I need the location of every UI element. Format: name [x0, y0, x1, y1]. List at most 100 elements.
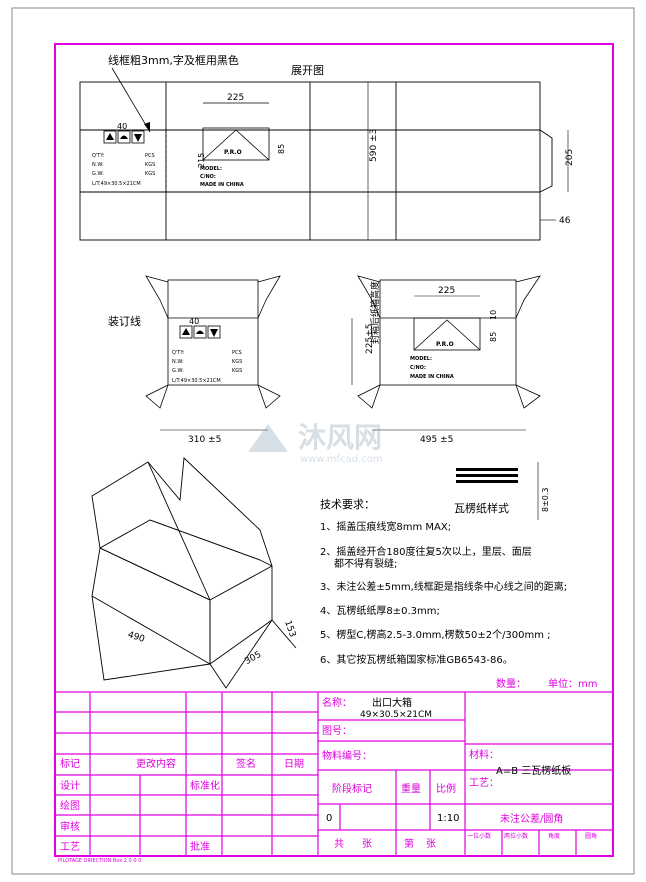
material-no: 物料编号：: [322, 749, 372, 762]
flute-thickness: 8±0.3: [541, 487, 550, 512]
tol-col-4: 圆角: [585, 832, 597, 840]
corrugated-sample: 8±0.3: [456, 462, 550, 520]
tolerance-label: 未注公差/圆角: [500, 812, 563, 825]
front-view-marks: 225 10 85 P.R.O MODEL: C/NO: MADE IN CHI…: [365, 281, 498, 380]
leader-arrow: [144, 122, 150, 132]
sheets-label: 张: [362, 838, 372, 850]
cno-label: C/NO:: [200, 174, 216, 180]
dim-215: 215: [197, 153, 206, 168]
dim-225: 225: [227, 93, 244, 103]
box-side-view: [145, 275, 281, 431]
side-panel-marks: 40 Q'TY: PCS N.W: KGS G.W: KGS L/T:49×30…: [172, 317, 242, 384]
name-value: 出口大箱: [372, 696, 412, 709]
req-item-5: 5、楞型C,楞高2.5-3.0mm,楞数50±2个/300mm ;: [320, 628, 551, 641]
page-sheets-label: 张: [426, 838, 436, 850]
note-leader: [111, 67, 151, 133]
total-label: 共: [334, 838, 344, 850]
dim-225b: 225: [438, 286, 455, 296]
gw-unit-2: KGS: [232, 368, 242, 374]
model-label: MODEL:: [200, 166, 222, 172]
name-label: 名称：: [322, 696, 352, 709]
watermark-url: www.mfcad.com: [300, 454, 383, 465]
made-label: MADE IN CHINA: [200, 182, 244, 188]
dim-46: 46: [559, 216, 571, 226]
unit-field-label: 单位：mm: [548, 677, 597, 690]
dim-85b: 85: [489, 332, 498, 342]
scale-label: 比例: [436, 782, 456, 795]
box-3d-sketch: [91, 457, 297, 689]
umbrella-icon-2: [196, 330, 204, 334]
right-dimensions: 590 ±3 205 46: [367, 82, 575, 240]
req-item-3: 3、未注公差±5mm,线框距是指线条中心线之间的距离;: [320, 580, 567, 593]
title-block: [55, 691, 613, 856]
watermark: 沐风网 www.mfcad.com: [248, 421, 383, 465]
umbrella-icon: [120, 135, 128, 139]
tech-requirements: 技术要求： 1、摇盖压痕线宽8mm MAX; 2、摇盖经开合180度往复5次以上…: [320, 498, 567, 666]
sheet-outer-border: [11, 7, 635, 875]
weight-label: 重量: [401, 782, 421, 795]
name-size: 49×30.5×21CM: [360, 710, 432, 720]
req-item-1: 1、摇盖压痕线宽8mm MAX;: [320, 520, 451, 533]
footer-note: PILOTAGE DIRECTION Box 2 0 0 0: [58, 858, 141, 864]
meas-label-2: L/T:49×30.5×21CM: [172, 378, 221, 384]
sign-label: 签名: [236, 757, 256, 770]
po-label: P.R.O: [224, 149, 242, 156]
unfolded-layout: [79, 81, 553, 241]
nw-label-2: N.W:: [172, 359, 184, 365]
corrugated-label: 瓦楞纸样式: [454, 501, 509, 515]
meas-label: L/T:49×30.5×21CM: [92, 181, 141, 187]
scale-value: 1:10: [437, 813, 459, 824]
req-item-4: 4、瓦楞纸纸厚8±0.3mm;: [320, 604, 440, 617]
req-item-2: 2、摇盖经开合180度往复5次以上，里层、面层: [320, 545, 532, 558]
tol-col-3: 角度: [548, 832, 560, 840]
arrow-up-icon-2: [182, 328, 190, 335]
front-panel-marks: 225 P.R.O 85 MODEL: C/NO: MADE IN CHINA …: [197, 93, 286, 188]
dim-310: 310 ±5: [188, 435, 221, 445]
req-item-6: 6、其它按瓦楞纸箱国家标准GB6543-86。: [320, 653, 513, 666]
change-label: 更改内容: [136, 757, 176, 770]
page-label: 第: [404, 837, 414, 850]
title-block-text: 名称： 出口大箱 49×30.5×21CM 图号： 物料编号： 阶段标记 重量 …: [60, 696, 597, 853]
req-heading: 技术要求：: [320, 498, 375, 511]
drawing-frame: [54, 43, 614, 857]
qty-label-2: Q'TY:: [172, 350, 185, 356]
approve-label: 批准: [190, 840, 210, 853]
qty-unit-2: PCS: [232, 350, 242, 356]
gw-label: G.W:: [92, 171, 104, 177]
date-label: 日期: [284, 758, 304, 770]
material-value: A=B 三瓦楞纸板: [496, 764, 571, 777]
stage-value: 0: [326, 813, 332, 824]
dim-225-5: 225±5: [365, 324, 375, 354]
tol-col-2: 两位小数: [504, 832, 528, 840]
box-front-view: [351, 275, 541, 431]
req-item-2b: 都不得有裂缝;: [334, 557, 397, 570]
watermark-text: 沐风网: [298, 421, 382, 454]
fragile-icon: [134, 134, 142, 142]
dim-85: 85: [277, 144, 286, 154]
stitch-label: 装订线: [108, 314, 141, 328]
nw-unit-2: KGS: [232, 359, 242, 365]
cno-label-2: C/NO:: [410, 365, 426, 371]
dim-495: 495 ±5: [420, 435, 453, 445]
stage-label: 阶段标记: [332, 782, 372, 795]
dim-seal-height: 封箱后纸箱高度: [369, 281, 381, 344]
arrow-up-icon: [106, 133, 114, 140]
dim-40a: 40: [117, 122, 127, 131]
dim-10: 10: [489, 310, 498, 320]
tol-col-1: 一位小数: [467, 832, 491, 840]
watermark-logo-icon: [248, 424, 288, 452]
dim-205: 205: [565, 149, 575, 166]
left-panel-marks: 40 Q'TY: PCS N.W: KGS G.W: KGS L/T:49×30…: [92, 122, 155, 187]
model-label-2: MODEL:: [410, 356, 432, 362]
process-label: 工艺：: [469, 777, 499, 789]
nw-label: N.W:: [92, 162, 104, 168]
qty-label: Q'TY:: [92, 153, 105, 159]
drawing-no: 图号：: [322, 725, 352, 737]
check-label: 审核: [60, 820, 80, 833]
title-note: 线框粗3mm,字及框用黑色: [108, 53, 239, 67]
design-label: 设计: [60, 779, 80, 792]
made-label-2: MADE IN CHINA: [410, 374, 454, 380]
mark-label: 标记: [60, 758, 80, 770]
dim-590: 590 ±3: [369, 129, 379, 162]
